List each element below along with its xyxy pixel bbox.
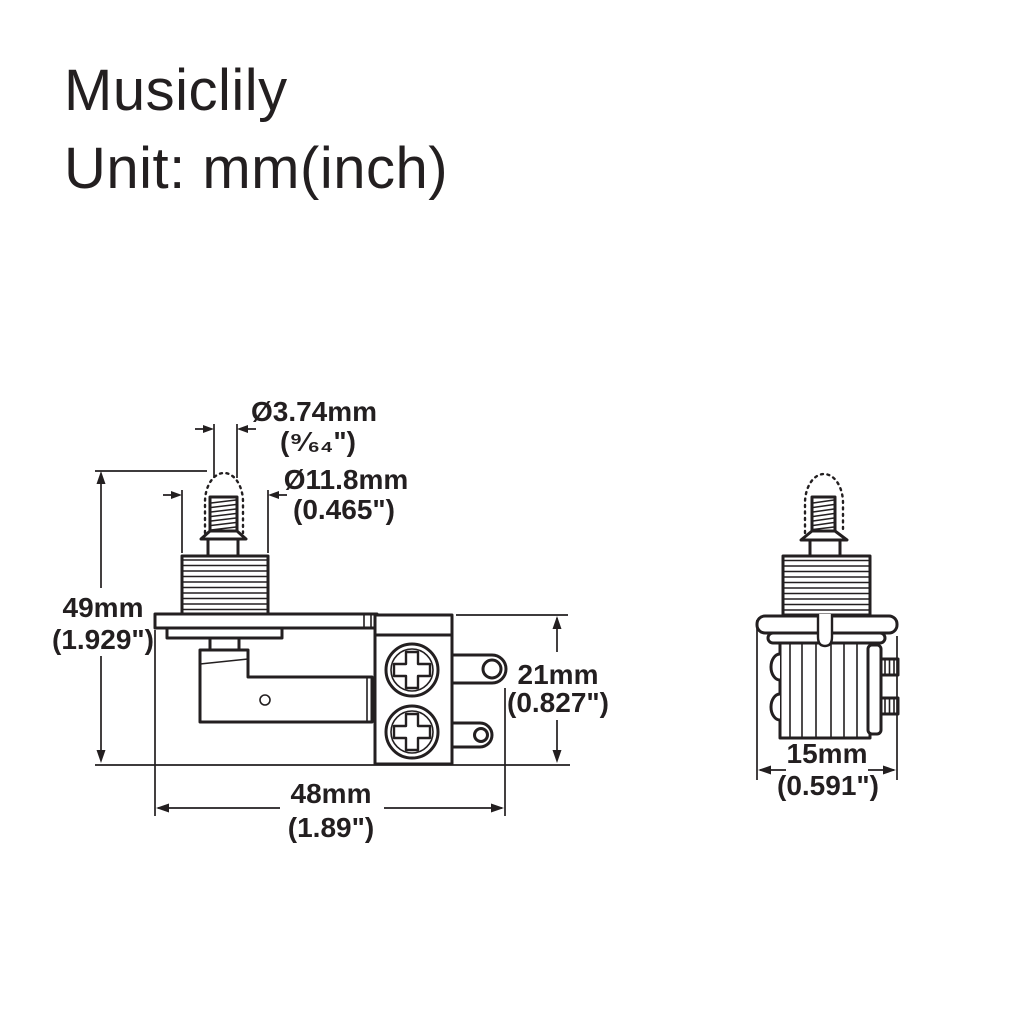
phillips-cross-icon (392, 650, 432, 690)
phillips-screw-bottom (384, 704, 440, 760)
overall-length-mm-label: 48mm (290, 778, 372, 809)
side-cap (866, 643, 883, 736)
pot-body (198, 648, 374, 724)
bushing-diameter-inch-label: (0.465") (293, 494, 395, 525)
unit-note: Unit: mm(inch) (64, 136, 449, 201)
mounting-plate (153, 612, 379, 630)
shaft-stem (808, 538, 842, 558)
body-height-mm-label: 21mm (517, 659, 599, 690)
body-bump-top (769, 652, 781, 682)
title-block: Musiclily Unit: mm(inch) (64, 52, 448, 208)
overall-length-inch-label: (1.89") (287, 812, 375, 843)
shaft-diameter-inch-label: (⁹⁄₆₄") (280, 426, 356, 457)
terminal-lug-bottom-hole (473, 727, 489, 743)
shaft-travel-dashed-outline (203, 471, 245, 535)
overall-height-inch-label: (1.929") (52, 624, 154, 655)
shaft-flare (799, 529, 849, 542)
terminal-lug-top-hole (481, 658, 503, 680)
brand-title: Musiclily (64, 58, 288, 123)
body-hole (259, 694, 271, 706)
shaft-travel-dashed-outline (803, 472, 845, 535)
retaining-strap (816, 614, 834, 648)
body-height-inch-label: (0.827") (507, 687, 609, 718)
dimension-annotations (95, 424, 570, 816)
front-view-drawing (755, 472, 900, 780)
shaft-stem (206, 537, 240, 558)
switch-housing-cap (373, 613, 454, 637)
body-width-inch-label: (0.591") (777, 770, 879, 801)
bushing-diameter-mm-label: Ø11.8mm (283, 464, 409, 495)
phillips-screw-top (384, 642, 440, 698)
wafer-body (778, 641, 872, 740)
side-view-drawing (153, 471, 508, 766)
body-bump-bottom (769, 692, 781, 722)
overall-height-mm-label: 49mm (62, 592, 144, 623)
body-width-mm-label: 15mm (786, 738, 868, 769)
threaded-bushing (781, 554, 872, 617)
shaft-flare (199, 529, 248, 541)
pot-neck (208, 636, 241, 652)
phillips-cross-icon (392, 712, 432, 752)
shaft-diameter-mm-label: Ø3.74mm (250, 396, 378, 427)
